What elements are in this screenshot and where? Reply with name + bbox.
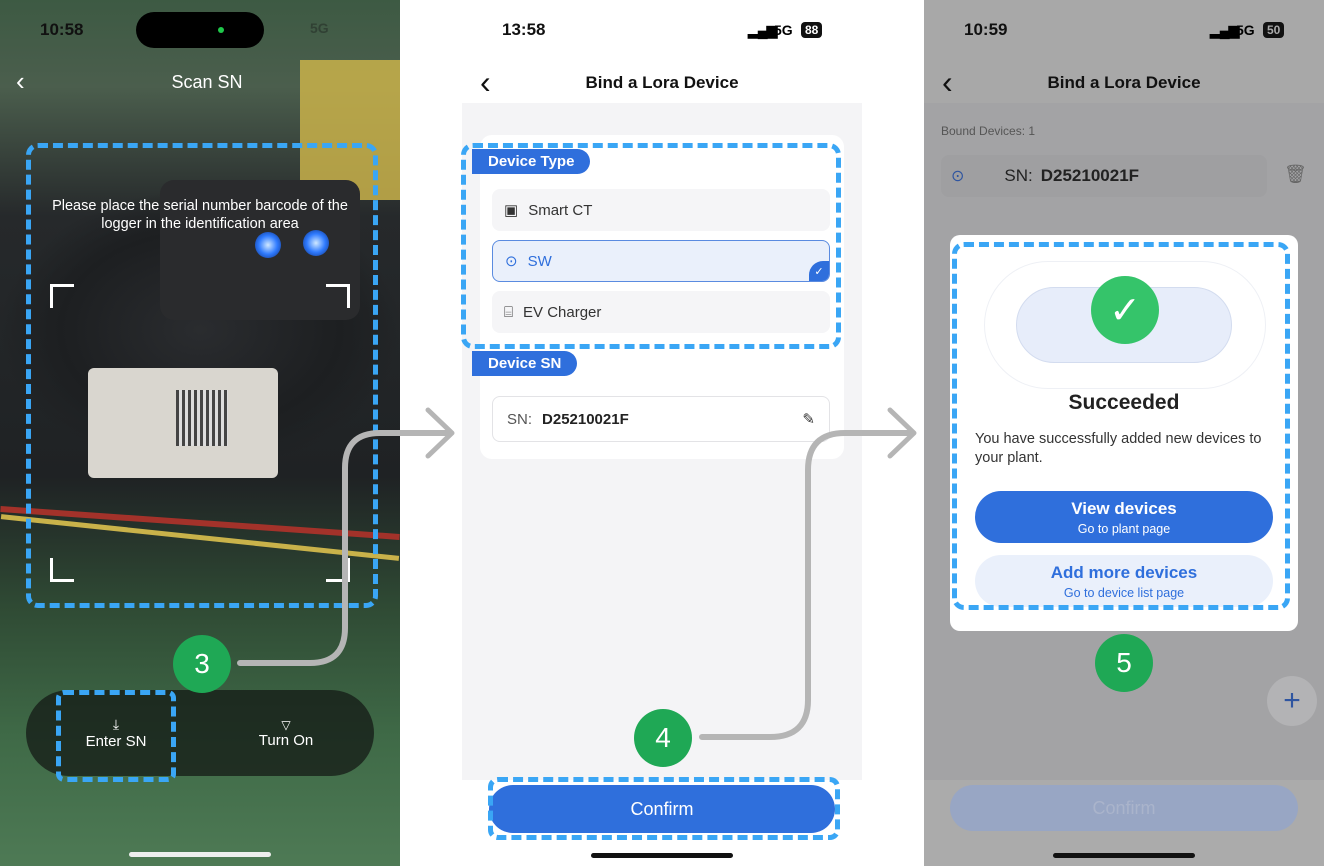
signal-icon: ▂▄▆ [748,22,777,38]
bind-device-screen: 13:58 ▂▄▆ 5G 88 ‹ Bind a Lora Device Dev… [461,0,862,866]
scan-frame-corner [326,284,350,308]
bound-device-row: ⊙ SN: D25210021F [941,155,1267,197]
camera-background [303,230,329,256]
camera-background [300,60,400,200]
button-label: View devices [1071,498,1177,518]
battery-indicator: 50 [1263,22,1285,38]
success-illustration [984,261,1266,389]
dynamic-island [136,12,264,48]
scan-frame-corner [50,558,74,582]
scan-actions-bar [26,690,374,776]
page-title: Bind a Lora Device [585,73,739,92]
flashlight-button[interactable]: ▽ Turn On [226,690,346,776]
sn-value: D25210021F [542,410,629,428]
arrow-head-icon [887,407,917,459]
dialog-title: Succeeded [1068,391,1180,414]
sn-prefix: SN: [507,410,533,428]
bound-count: 1 [1028,124,1036,138]
home-indicator [591,853,733,858]
smart-ct-icon: ▣ [504,202,519,219]
step-badge: 5 [1095,634,1153,692]
scan-sn-screen: 10:58 5G ‹ Scan SN Please place the seri… [0,0,400,866]
turn-on-label: Turn On [258,731,314,749]
view-devices-button[interactable]: View devices Go to plant page [975,491,1273,543]
home-indicator [129,852,271,857]
dialog-highlight [952,242,1290,610]
status-network: 5G [310,20,329,36]
sn-value: D25210021F [1040,166,1140,185]
button-sublabel: Go to device list page [1063,585,1185,600]
step-badge: 4 [634,709,692,767]
page-title: Bind a Lora Device [1047,73,1201,92]
scan-frame-corner [50,284,74,308]
edit-icon[interactable]: ✎ [802,411,815,428]
sn-input[interactable]: SN: D25210021F ✎ [492,396,830,442]
back-icon[interactable]: ‹ [480,64,491,100]
signal-icon: ▂▄▆ [1210,22,1239,38]
ev-charger-icon: ⌸ [504,303,514,321]
option-label: EV Charger [523,303,602,321]
battery-indicator: 88 [801,22,823,38]
device-type-ev-charger[interactable]: ⌸ EV Charger [492,291,830,333]
add-more-devices-button[interactable]: Add more devices Go to device list page [975,555,1273,607]
enter-sn-highlight [56,690,176,782]
bound-label: Bound Devices: [941,124,1026,138]
step-badge: 3 [173,635,231,693]
status-network: 5G [774,22,793,38]
flashlight-icon: ▽ [281,717,291,732]
device-type-label: Device Type [472,149,591,174]
home-indicator [1053,853,1195,858]
success-screen: 10:59 ▂▄▆ 5G 50 ‹ Bind a Lora Device Bou… [924,0,1324,866]
status-network: 5G [1236,22,1255,38]
status-time: 13:58 [502,20,546,39]
device-type-sw[interactable]: ⊙ SW ✓ [492,240,830,282]
status-time: 10:58 [40,20,84,39]
delete-icon[interactable]: 🗑 [1284,164,1307,184]
arrow-head-icon [425,407,455,459]
check-icon: ✓ [1091,276,1159,344]
confirm-highlight [488,777,840,840]
back-icon[interactable]: ‹ [942,64,953,100]
sn-prefix: SN: [1004,166,1033,185]
status-time: 10:59 [964,20,1008,39]
confirm-button[interactable]: Confirm [489,785,835,833]
enter-sn-button[interactable]: ⤓ Enter SN [56,690,176,776]
camera-background [255,232,281,258]
button-label: Add more devices [1050,562,1198,582]
success-dialog: ✓ Succeeded You have successfully added … [950,235,1298,631]
scan-area-highlight [26,143,378,608]
confirm-button[interactable]: Confirm [950,785,1298,831]
back-icon[interactable]: ‹ [16,66,25,96]
dialog-message: You have successfully added new devices … [975,431,1262,466]
toggle-icon: ⊙ [951,168,965,185]
add-device-button[interactable]: + [1267,676,1317,726]
toggle-icon: ⊙ [505,253,518,270]
check-icon: ✓ [809,261,829,281]
option-label: SW [527,252,552,270]
scan-hint: Please place the serial number barcode o… [52,198,348,232]
download-icon: ⤓ [112,716,120,732]
option-label: Smart CT [528,201,593,219]
device-type-highlight [461,143,841,349]
qr-code-image [176,390,228,446]
bound-devices-count: Bound Devices: 1 [941,124,1035,138]
page-title: Scan SN [171,72,243,92]
device-sn-label: Device SN [472,351,578,376]
device-type-smart-ct[interactable]: ▣ Smart CT [492,189,830,231]
enter-sn-label: Enter SN [85,733,147,750]
button-sublabel: Go to plant page [1077,521,1171,536]
